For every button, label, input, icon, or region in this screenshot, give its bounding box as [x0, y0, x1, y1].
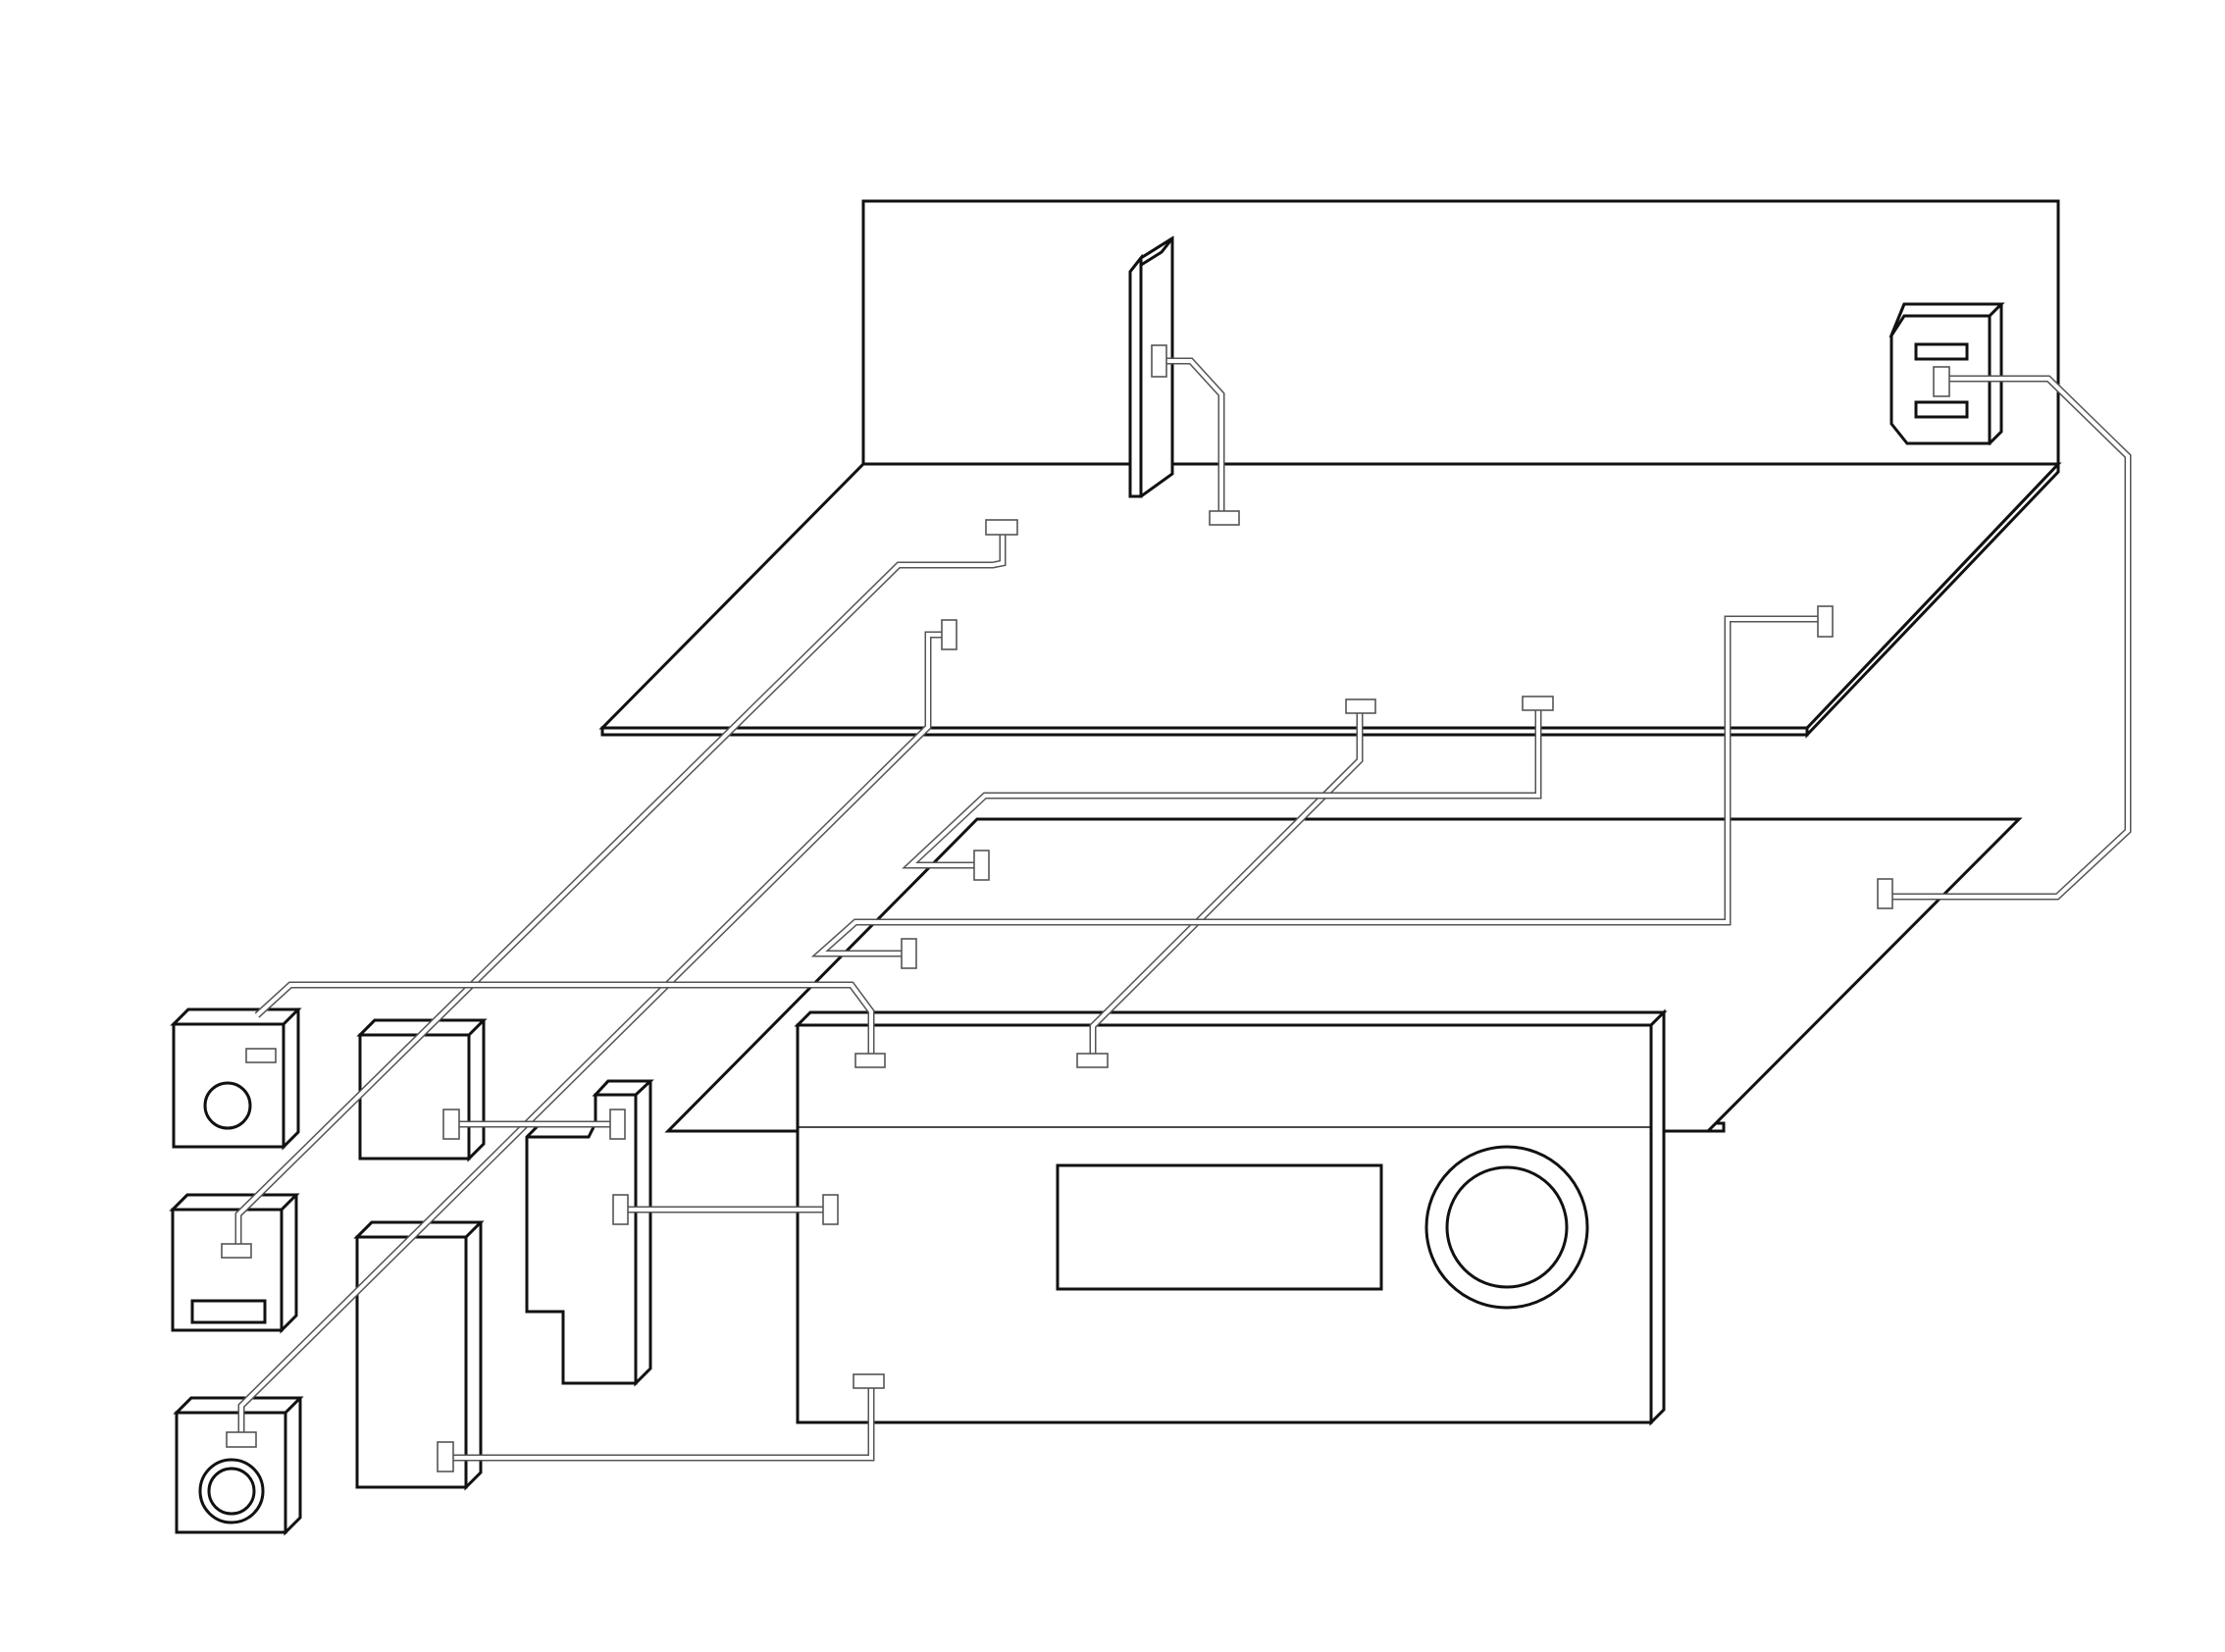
connector [986, 520, 1017, 535]
connector [974, 851, 989, 880]
module-display-window [192, 1301, 265, 1322]
connector [222, 1244, 251, 1258]
connector [1077, 1054, 1108, 1067]
small-block-module [360, 1020, 484, 1159]
connector [1210, 511, 1239, 525]
display-module [173, 1195, 296, 1330]
rotary-knob-inner [1447, 1167, 1567, 1287]
connector [1523, 697, 1553, 710]
connector [1818, 606, 1833, 637]
connector [610, 1110, 625, 1139]
front-panel [798, 1012, 1664, 1422]
connector [902, 939, 916, 968]
connector [1346, 699, 1375, 713]
connector [1878, 879, 1892, 908]
connector [227, 1432, 256, 1447]
connector [855, 1054, 885, 1067]
connector [613, 1195, 628, 1224]
speaker-module-top [174, 1009, 298, 1147]
tall-block-module [357, 1222, 481, 1487]
inlet-slot-bottom [1916, 402, 1967, 417]
connector [1934, 367, 1949, 396]
inlet-slot-top [1916, 344, 1967, 359]
connector [1152, 345, 1166, 377]
back-panel [863, 201, 2058, 464]
connector [443, 1110, 459, 1139]
connector [438, 1442, 453, 1471]
upper-circuit-board [602, 464, 2058, 735]
speaker-cone-inner-icon [209, 1469, 254, 1514]
connector [823, 1195, 838, 1224]
connector [942, 620, 957, 649]
connector [854, 1374, 884, 1388]
connector [246, 1049, 276, 1062]
speaker-cone-icon [205, 1083, 250, 1128]
lcd-display [1058, 1165, 1381, 1289]
